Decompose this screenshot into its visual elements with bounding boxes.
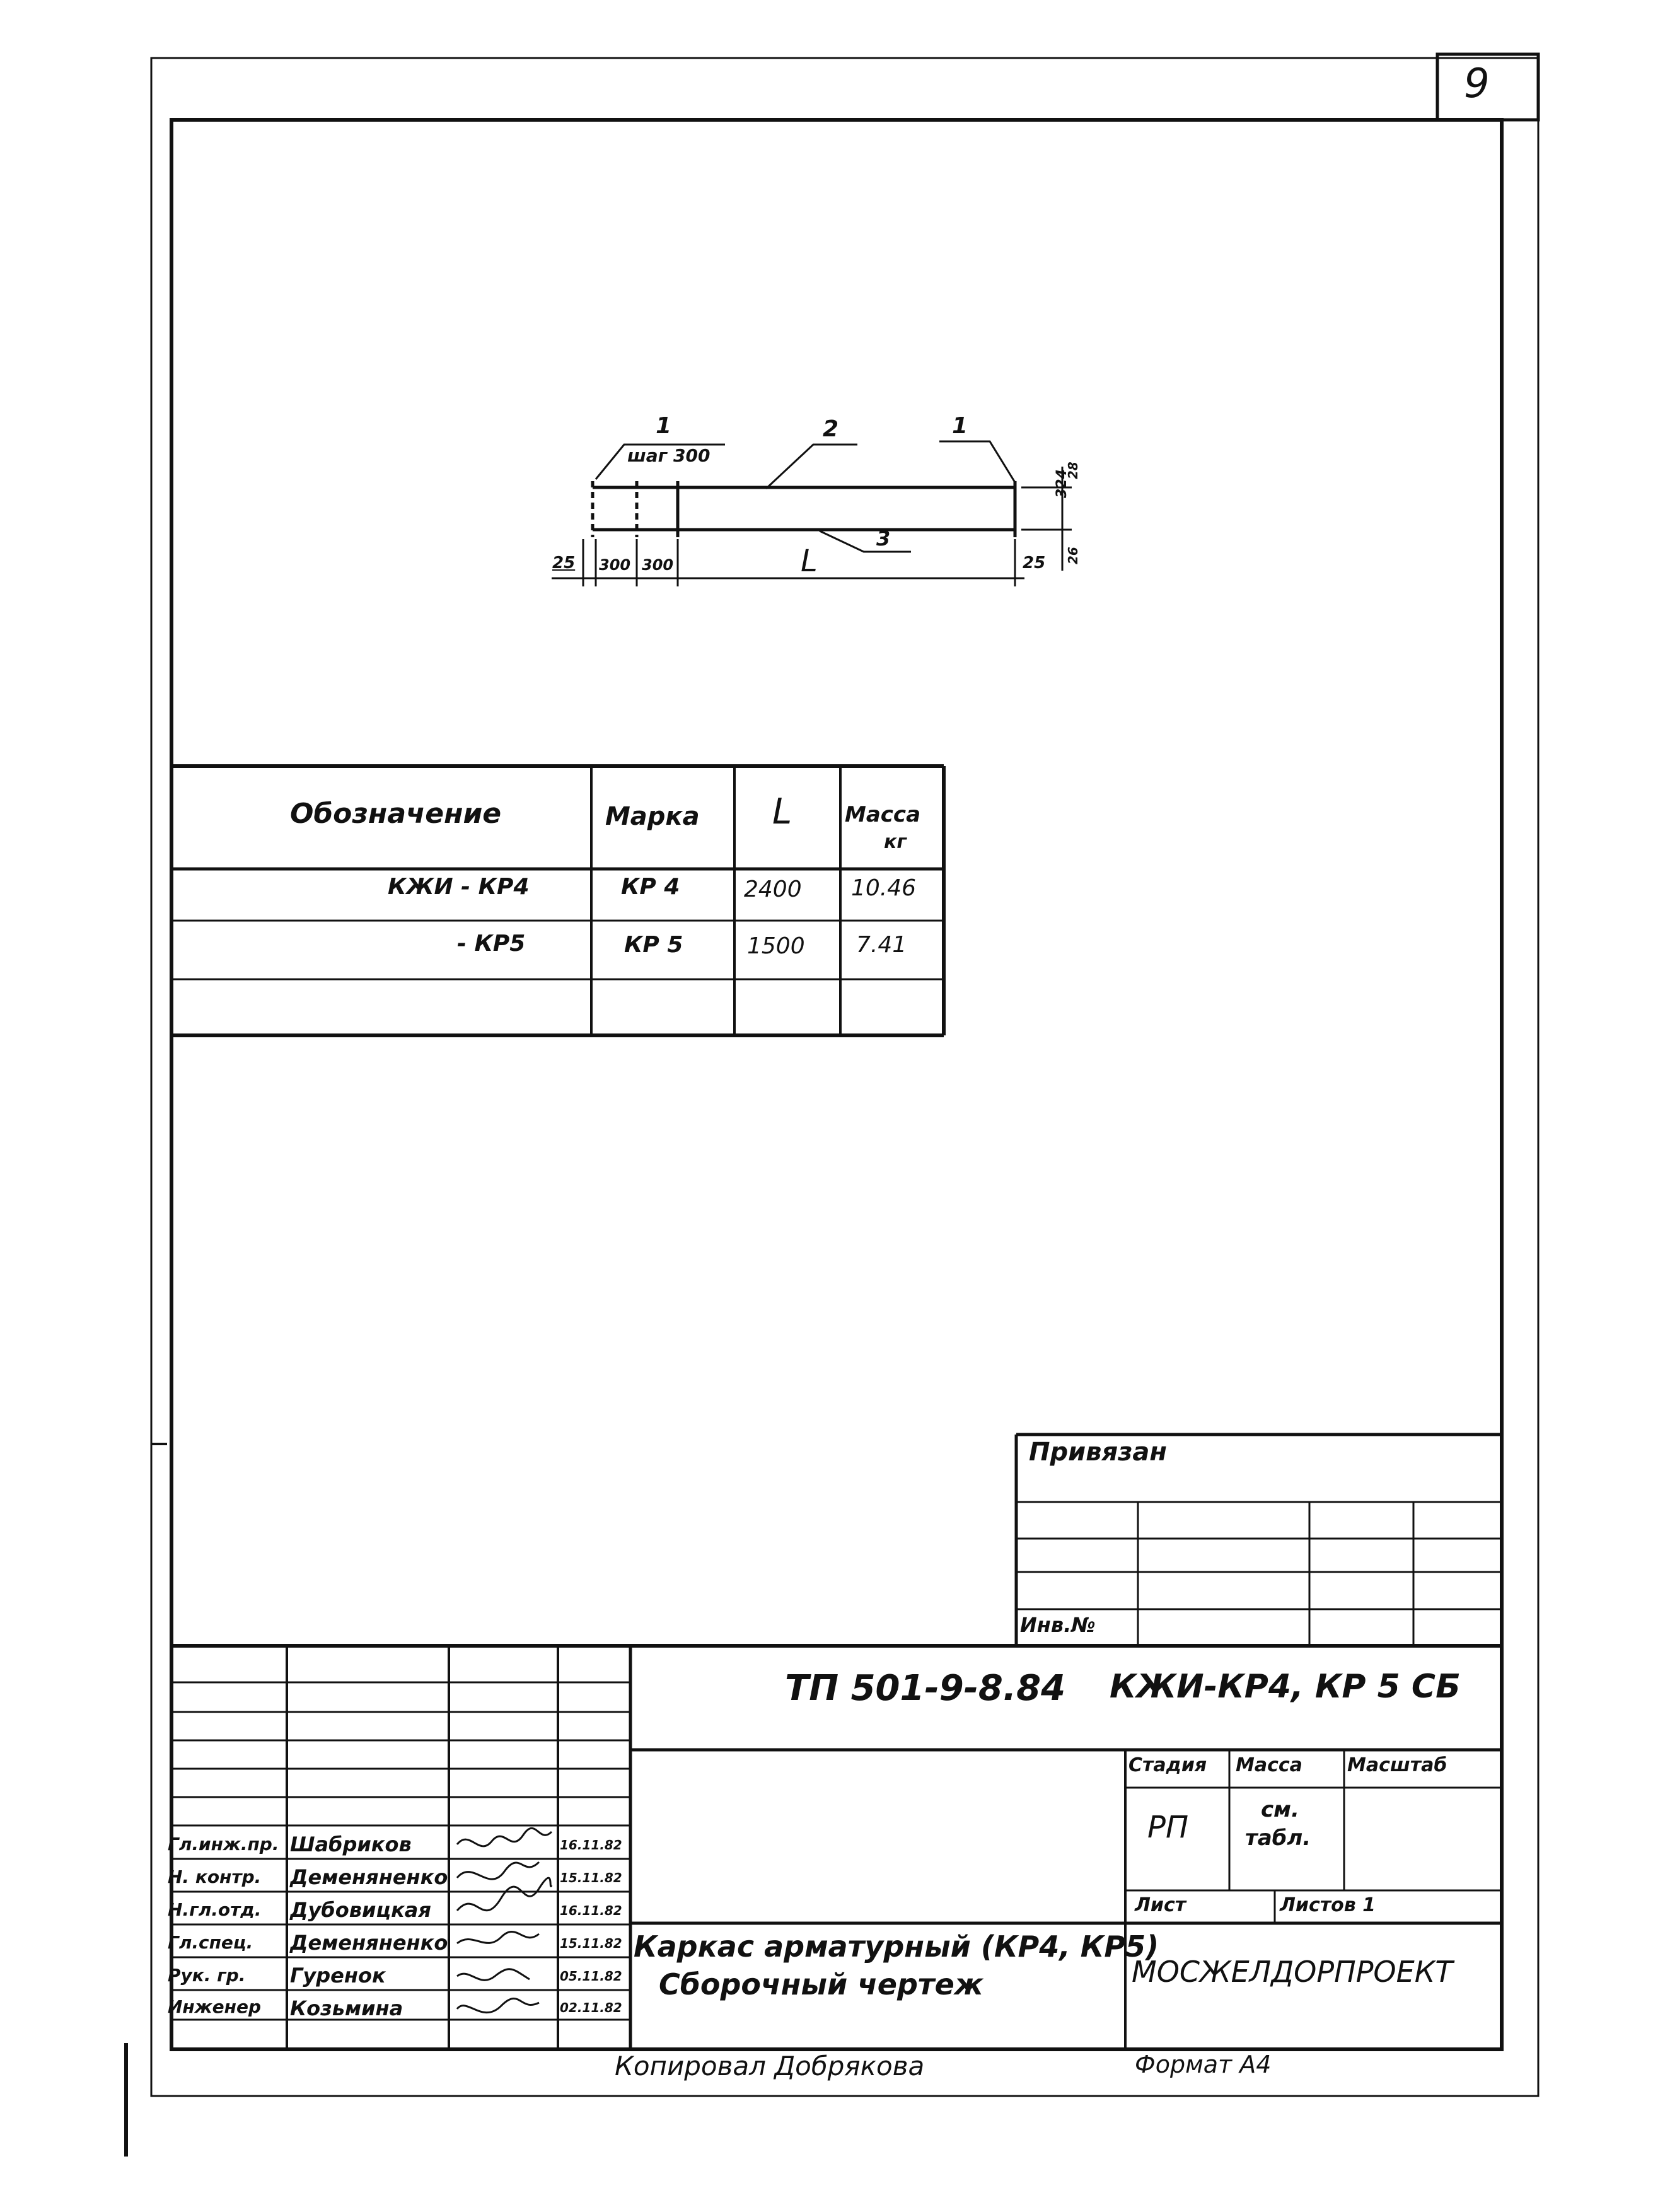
callout-1-right: 1	[952, 413, 968, 439]
sig-name: Деменяненко	[290, 1865, 448, 1889]
inner-frame	[170, 118, 1504, 2051]
sig-date: 15.11.82	[560, 1870, 622, 1885]
sig-role: Гл.инж.пр.	[168, 1834, 279, 1854]
sig-name: Дубовицкая	[290, 1898, 431, 1922]
mass-value-line1: см.	[1261, 1797, 1299, 1822]
drawing-name-line1: Каркас арматурный (КР4, КР5)	[634, 1930, 1159, 1964]
organization: МОСЖЕЛДОРПРОЕКТ	[1132, 1955, 1453, 1989]
callout-3: 3	[876, 527, 891, 550]
dim-right-end: 25	[1023, 554, 1046, 573]
row1-designation: КЖИ - КР4	[388, 874, 530, 900]
drawing-name-line2: Сборочный чертеж	[659, 1967, 983, 2001]
sig-name: Гуренок	[290, 1964, 386, 1988]
dim-length: L	[801, 544, 818, 579]
title-block-grid	[171, 1644, 1502, 2049]
spec-table-grid	[170, 764, 946, 1037]
row2-length: 1500	[747, 933, 805, 959]
row1-length: 2400	[744, 876, 802, 902]
header-mass: Масса	[845, 802, 921, 827]
row2-mass: 7.41	[856, 932, 907, 958]
sig-role: Инженер	[168, 1996, 262, 2017]
cage-sketch	[552, 440, 1072, 586]
sig-date: 02.11.82	[560, 2000, 622, 2015]
header-mass-unit: кг	[884, 831, 907, 853]
drawing-mark: КЖИ-КР4, КР 5 СБ	[1110, 1668, 1461, 1706]
row1-mass: 10.46	[851, 875, 917, 901]
sig-role: Рук. гр.	[168, 1965, 246, 1986]
sig-role: Н. контр.	[168, 1866, 262, 1887]
sig-role: Н.гл.отд.	[168, 1899, 262, 1920]
sig-name: Деменяненко	[290, 1931, 448, 1955]
sig-role: Гл.спец.	[168, 1932, 253, 1953]
sheet-label: Лист	[1135, 1894, 1186, 1916]
dim-top-cover: 28	[1065, 462, 1081, 479]
dim-bottom-cover: 26	[1065, 547, 1081, 564]
sig-date: 16.11.82	[560, 1903, 622, 1918]
pitch-label: шаг 300	[627, 445, 710, 466]
scale-header: Масштаб	[1347, 1754, 1447, 1776]
callout-1-left: 1	[656, 413, 672, 439]
header-mark: Марка	[605, 802, 700, 831]
dim-left-end: 25	[552, 554, 576, 573]
inv-label: Инв.№	[1020, 1613, 1096, 1637]
sig-name: Шабриков	[290, 1832, 412, 1856]
header-designation: Обозначение	[290, 798, 502, 830]
paper-format: Формат А4	[1135, 2051, 1272, 2078]
mass-header: Масса	[1236, 1754, 1302, 1776]
sheet-number-box	[1436, 52, 1540, 122]
privyazan-grid	[1014, 1433, 1502, 1646]
callout-2: 2	[823, 416, 839, 442]
sig-date: 05.11.82	[560, 1969, 622, 1984]
sheet-number: 9	[1464, 61, 1490, 107]
sheets-label: Листов 1	[1280, 1894, 1376, 1916]
row2-designation: - КР5	[457, 931, 526, 957]
header-length: L	[772, 791, 792, 832]
signature-marks	[456, 1827, 553, 2014]
stage-value: РП	[1147, 1810, 1189, 1845]
project-code: ТП 501-9-8.84	[785, 1668, 1066, 1709]
mass-value-line2: табл.	[1245, 1825, 1311, 1851]
copied-by: Копировал Добрякова	[615, 2051, 925, 2081]
sig-date: 15.11.82	[560, 1936, 622, 1951]
dim-second-span: 300	[642, 556, 674, 574]
outer-frame	[150, 57, 1540, 2097]
sig-name: Козьмина	[290, 1996, 403, 2020]
row1-mark: КР 4	[621, 874, 680, 900]
sig-date: 16.11.82	[560, 1837, 622, 1853]
stage-header: Стадия	[1128, 1754, 1207, 1776]
privyazan-title: Привязан	[1029, 1438, 1168, 1467]
dim-first-span: 300	[599, 556, 631, 574]
row2-mark: КР 5	[624, 932, 683, 958]
